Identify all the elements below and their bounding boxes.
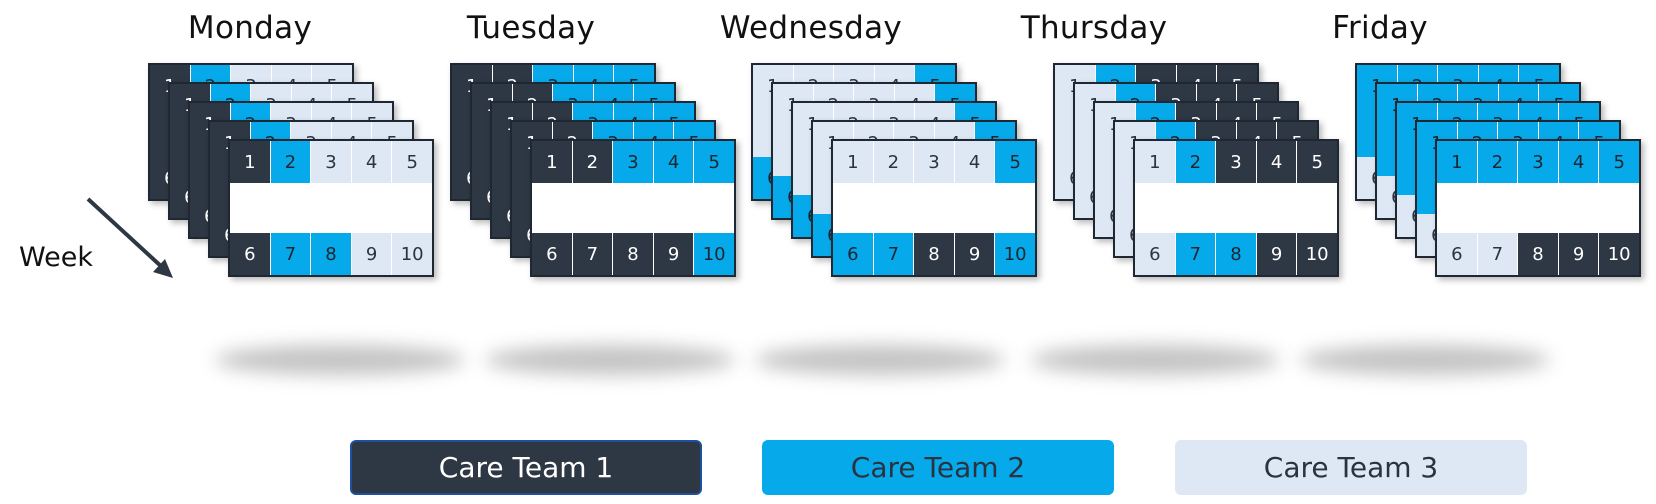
slot-cell: 1: [532, 141, 573, 183]
slot-cell: 2: [270, 141, 312, 183]
slot-cell: 9: [1558, 233, 1600, 275]
day-title: Monday: [187, 10, 313, 46]
slot-cell: 2: [572, 141, 614, 183]
stack-shadow: [215, 345, 465, 375]
day-title: Thursday: [1020, 10, 1168, 46]
day-card-stack: 1234567891012345678910123456789101234567…: [751, 63, 1051, 283]
slot-cell: 6: [1135, 233, 1176, 275]
slot-cell: 2: [1175, 141, 1217, 183]
slot-cell: 4: [1558, 141, 1600, 183]
slot-cell: 10: [694, 233, 734, 275]
slot-cell: 3: [311, 141, 352, 183]
slot-cell: 8: [914, 233, 955, 275]
legend-care-team-3: Care Team 3: [1175, 440, 1527, 495]
day-card-stack: 1234567891012345678910123456789101234567…: [1053, 63, 1353, 283]
slot-cell: 7: [873, 233, 915, 275]
legend-care-team-1: Care Team 1: [350, 440, 702, 495]
slot-cell: 3: [914, 141, 955, 183]
slot-cell: 7: [1477, 233, 1519, 275]
slot-cell: 10: [392, 233, 432, 275]
slot-cell: 9: [653, 233, 695, 275]
slot-cell: 5: [1297, 141, 1337, 183]
day-title: Wednesday: [719, 10, 903, 46]
stack-shadow: [1300, 345, 1550, 375]
slot-cell: 8: [1216, 233, 1257, 275]
slot-cell: 4: [351, 141, 393, 183]
slot-cell: 2: [1477, 141, 1519, 183]
slot-cell: 3: [613, 141, 654, 183]
slot-cell: 9: [1256, 233, 1298, 275]
slot-cell: 9: [351, 233, 393, 275]
slot-cell: 5: [1599, 141, 1639, 183]
day-card-stack: 1234567891012345678910123456789101234567…: [450, 63, 750, 283]
slot-cell: 1: [1437, 141, 1478, 183]
slot-cell: 8: [1518, 233, 1559, 275]
slot-cell: 7: [270, 233, 312, 275]
slot-cell: 10: [1599, 233, 1639, 275]
slot-cell: 6: [532, 233, 573, 275]
slot-cell: 10: [1297, 233, 1337, 275]
slot-cell: 6: [230, 233, 271, 275]
slot-cell: 10: [995, 233, 1035, 275]
slot-cell: 4: [954, 141, 996, 183]
slot-cell: 2: [873, 141, 915, 183]
slot-cell: 7: [572, 233, 614, 275]
slot-cell: 1: [1135, 141, 1176, 183]
slot-cell: 8: [613, 233, 654, 275]
slot-cell: 4: [1256, 141, 1298, 183]
day-title: Friday: [1332, 10, 1428, 46]
slot-cell: 4: [653, 141, 695, 183]
stack-shadow: [1030, 345, 1280, 375]
week-label: Week: [19, 242, 93, 273]
slot-cell: 6: [833, 233, 874, 275]
slot-cell: 5: [694, 141, 734, 183]
slot-cell: 1: [833, 141, 874, 183]
day-card-stack: 1234567891012345678910123456789101234567…: [1355, 63, 1655, 283]
stack-shadow: [755, 345, 1005, 375]
slot-cell: 5: [995, 141, 1035, 183]
stack-shadow: [485, 345, 735, 375]
slot-cell: 9: [954, 233, 996, 275]
slot-cell: 5: [392, 141, 432, 183]
day-card-stack: 1234567891012345678910123456789101234567…: [148, 63, 448, 283]
slot-cell: 6: [1437, 233, 1478, 275]
slot-cell: 3: [1216, 141, 1257, 183]
slot-cell: 1: [230, 141, 271, 183]
day-title: Tuesday: [466, 10, 596, 46]
legend-care-team-2: Care Team 2: [762, 440, 1114, 495]
slot-cell: 3: [1518, 141, 1559, 183]
slot-cell: 8: [311, 233, 352, 275]
week-direction-arrow-icon: [86, 197, 173, 278]
slot-cell: 7: [1175, 233, 1217, 275]
